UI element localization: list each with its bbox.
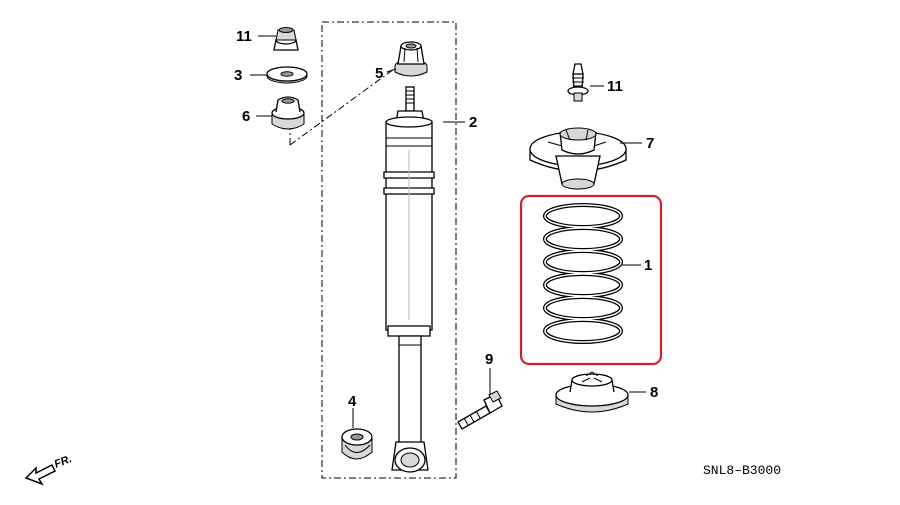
spring-highlight-box	[519, 194, 663, 366]
part-5-self-locking-nut[interactable]	[394, 41, 428, 77]
callout-4[interactable]: 4	[348, 393, 357, 410]
front-arrow-icon	[24, 463, 57, 486]
part-9-flange-bolt[interactable]	[457, 390, 503, 430]
callout-8[interactable]: 8	[650, 384, 658, 401]
callout-3[interactable]: 3	[234, 67, 242, 84]
part-3-washer[interactable]	[266, 66, 308, 84]
part-1-coil-spring[interactable]	[543, 203, 623, 344]
callout-7[interactable]: 7	[646, 135, 654, 152]
part-10-flange-nut[interactable]	[273, 27, 299, 51]
callout-10[interactable]: 11	[236, 28, 252, 45]
part-4-bushing[interactable]	[341, 428, 373, 460]
part-6-rubber-bushing[interactable]	[271, 96, 305, 130]
part-7-upper-spring-mount[interactable]	[529, 127, 627, 190]
front-direction-marker: FR.	[24, 453, 74, 486]
callout-1[interactable]: 1	[644, 257, 652, 274]
diagram-code: SNL8–B3000	[703, 463, 781, 478]
part-2-shock-absorber[interactable]	[383, 86, 435, 473]
callout-9[interactable]: 9	[485, 351, 493, 368]
callout-11[interactable]: 11	[607, 78, 623, 95]
callout-labels: 11 3 6 5 2 11 7 1 8 9 4	[234, 28, 658, 410]
front-label: FR.	[53, 453, 74, 471]
callout-6[interactable]: 6	[242, 108, 250, 125]
callout-2[interactable]: 2	[469, 114, 477, 131]
part-11-push-clip[interactable]	[567, 63, 589, 102]
callout-5[interactable]: 5	[375, 65, 383, 82]
leader-lines	[250, 35, 646, 428]
part-8-lower-spring-seat[interactable]	[555, 371, 629, 413]
